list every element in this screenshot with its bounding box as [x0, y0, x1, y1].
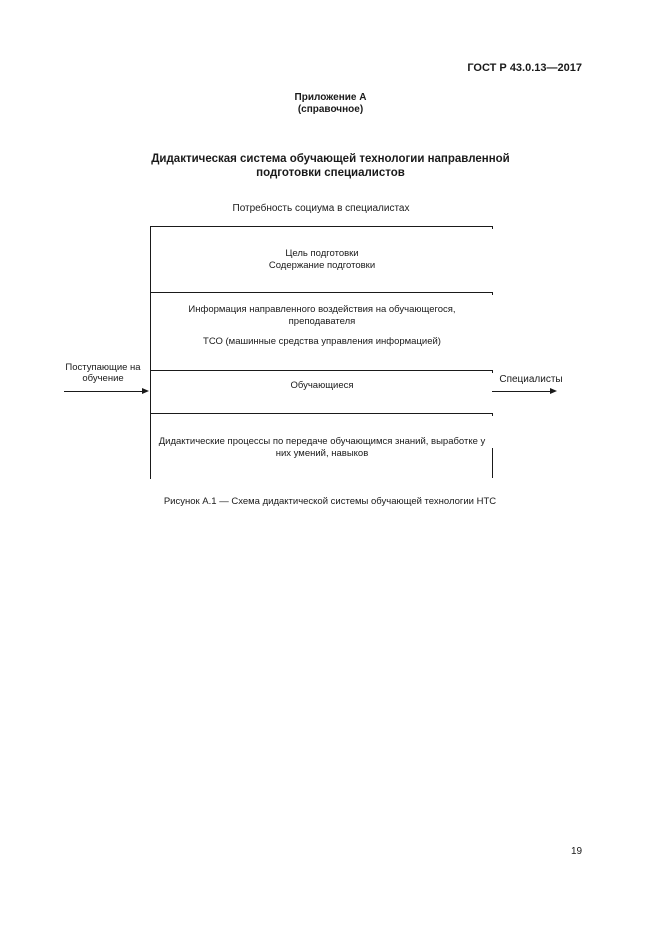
process-text: Дидактические процессы по передаче обуча…	[151, 436, 493, 460]
goal-text: Цель подготовки Содержание подготовки	[151, 248, 493, 272]
info-line-1: Информация направленного воздействия на …	[188, 304, 456, 315]
figure-title-line-2: подготовки специалистов	[256, 167, 405, 179]
diagram-tick	[492, 370, 493, 373]
diagram-line-3	[151, 413, 493, 414]
top-label: Потребность социума в специалистах	[232, 203, 410, 214]
diagram-tick	[492, 413, 493, 416]
output-arrow-head	[550, 388, 557, 394]
diagram-right-edge	[492, 448, 493, 478]
figure-caption: Рисунок А.1 — Схема дидактической систем…	[163, 496, 497, 507]
figure-title-line-1: Дидактическая система обучающей технолог…	[151, 153, 510, 165]
page-number: 19	[571, 846, 583, 857]
appendix-subtitle: (справочное)	[297, 104, 364, 115]
input-label-line-1: Поступающие на	[65, 362, 141, 373]
diagram-tick	[492, 292, 493, 295]
input-label-line-2: обучение	[82, 373, 124, 384]
goal-line-1: Цель подготовки	[285, 248, 359, 259]
process-line-2: них умений, навыков	[275, 448, 369, 459]
document-code: ГОСТ Р 43.0.13—2017	[467, 62, 582, 74]
goal-line-2: Содержание подготовки	[268, 260, 376, 271]
input-arrow-head	[142, 388, 149, 394]
diagram-line-1	[151, 292, 493, 293]
diagram-line-top	[151, 226, 493, 227]
tso-text: ТСО (машинные средства управления информ…	[203, 336, 441, 347]
input-arrow-line	[64, 391, 142, 392]
learners-text: Обучающиеся	[290, 380, 354, 391]
diagram-line-2	[151, 370, 493, 371]
process-line-1: Дидактические процессы по передаче обуча…	[158, 436, 486, 447]
output-arrow-line	[492, 391, 550, 392]
appendix-title: Приложение А	[294, 92, 367, 103]
info-line-2: преподавателя	[288, 316, 356, 327]
system-diagram: Цель подготовки Содержание подготовки Ин…	[150, 226, 493, 479]
diagram-tick	[492, 226, 493, 229]
output-label: Специалисты	[499, 374, 563, 385]
info-text: Информация направленного воздействия на …	[151, 304, 493, 328]
